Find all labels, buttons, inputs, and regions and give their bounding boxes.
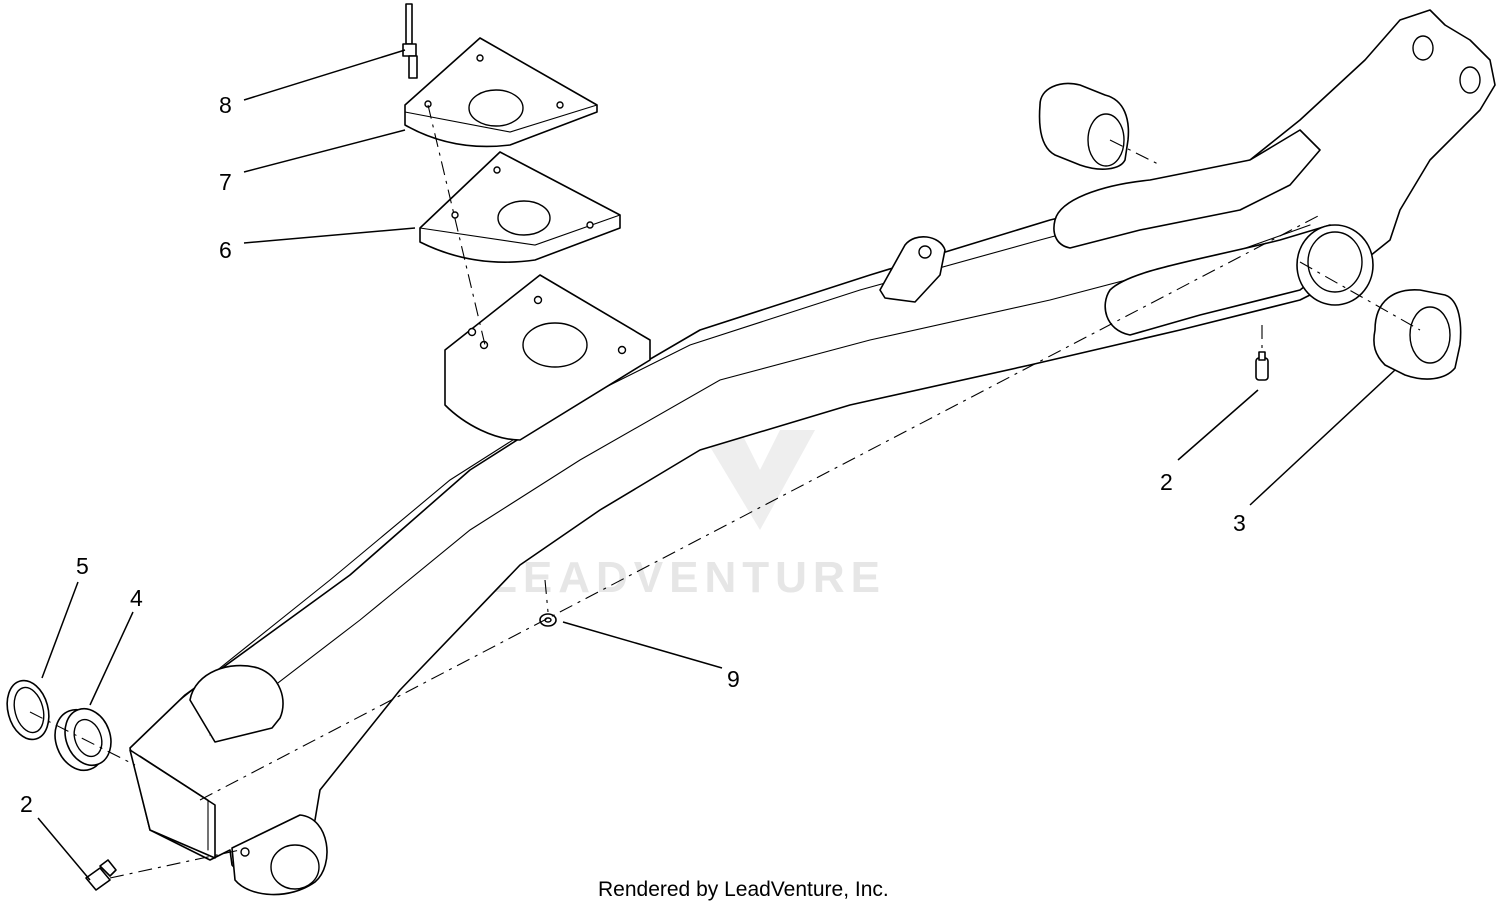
- base-plate-hole-1: [533, 295, 543, 305]
- dash-washer: [544, 579, 549, 613]
- clevis-small-hole: [240, 847, 250, 857]
- base-plate-hole-2: [617, 345, 627, 355]
- arm-end-hole-upper: [1412, 35, 1434, 61]
- mount-plate-7: [404, 37, 598, 148]
- leader-2-lower: [37, 817, 91, 881]
- grease-fitting-upper-body: [1255, 357, 1269, 381]
- base-mount-plate: [444, 274, 651, 441]
- mount-plate-6: [419, 151, 621, 263]
- callout-4[interactable]: 4: [130, 585, 143, 611]
- callout-3[interactable]: 3: [1233, 510, 1246, 536]
- leader-7: [243, 129, 406, 173]
- callout-2-upper[interactable]: 2: [1160, 469, 1173, 495]
- grease-fitting-lower-tip: [99, 859, 117, 877]
- leader-6: [243, 227, 416, 244]
- callout-6[interactable]: 6: [219, 237, 232, 263]
- clevis-lug-hole: [270, 844, 320, 890]
- dash-seal-axis: [29, 711, 136, 766]
- frame-arm: [129, 9, 1496, 896]
- arm-end-hole-lower: [1459, 66, 1481, 94]
- callout-5[interactable]: 5: [76, 553, 89, 579]
- pin-8-tip: [408, 55, 418, 79]
- mount-plate-6-hole-3: [451, 211, 459, 219]
- leader-4: [89, 611, 134, 706]
- bushing-upper: [1038, 82, 1130, 170]
- pin-8-shaft: [405, 3, 413, 45]
- leader-9: [562, 621, 723, 669]
- frame-arm-top-edge: [179, 204, 1171, 701]
- callout-7[interactable]: 7: [219, 169, 232, 195]
- mount-plate-7-hole-2: [556, 101, 564, 109]
- leader-2-upper: [1177, 389, 1259, 461]
- callout-2-lower[interactable]: 2: [20, 791, 33, 817]
- dash-bushing-upper: [1109, 139, 1161, 166]
- pivot-boss-bore: [1307, 231, 1363, 293]
- grease-fitting-lower-body: [85, 867, 111, 891]
- bushing-lower-3: [1373, 289, 1462, 380]
- frame-arm-end-block-edge: [139, 755, 209, 851]
- upper-link-plate: [1053, 129, 1321, 249]
- callouts: 8 7 6 5 4 2 2 3 9: [20, 92, 1246, 817]
- mount-plate-7-center-hole: [468, 89, 524, 127]
- mount-plate-6-hole-2: [586, 221, 594, 229]
- grease-fitting-upper-cap: [1258, 351, 1266, 361]
- callout-9[interactable]: 9: [727, 666, 740, 692]
- pivot-dome: [189, 664, 284, 743]
- leader-8: [243, 49, 406, 101]
- base-plate-center-hole: [522, 322, 588, 368]
- assembly-lines: [29, 104, 1421, 879]
- leader-3: [1249, 369, 1396, 506]
- dash-lower-fitting: [109, 849, 241, 879]
- leader-lines: [37, 49, 1396, 881]
- callout-8[interactable]: 8: [219, 92, 232, 118]
- dash-frame-axis: [199, 214, 1321, 801]
- grease-fitting-upper: [1255, 351, 1269, 381]
- pin-8: [402, 3, 418, 79]
- seal-4-bore: [73, 718, 103, 758]
- bushing-upper-bore: [1087, 113, 1125, 167]
- mount-plate-7-edge: [404, 104, 598, 133]
- frame-tab-hole: [918, 245, 932, 259]
- mount-plate-6-hole-1: [493, 166, 501, 174]
- dash-bushing-lower: [1299, 261, 1421, 331]
- grease-fitting-lower: [85, 859, 117, 891]
- render-credit: Rendered by LeadVenture, Inc.: [598, 878, 889, 901]
- watermark-v-icon: [700, 430, 815, 530]
- dash-pin-vertical: [427, 104, 486, 346]
- bushing-3-bore: [1409, 306, 1451, 364]
- watermark-text: LEADVENTURE: [490, 553, 886, 602]
- mount-plate-7-hole-1: [476, 54, 484, 62]
- snap-ring-5: [6, 679, 50, 741]
- base-plate-hole-3: [467, 327, 477, 337]
- seal-4: [54, 707, 112, 772]
- leader-5: [41, 581, 79, 679]
- snap-ring-5-inner: [13, 686, 45, 734]
- lower-link-plate: [1104, 224, 1346, 336]
- mount-plate-6-center-hole: [497, 200, 551, 236]
- washer-9-inner: [544, 617, 552, 623]
